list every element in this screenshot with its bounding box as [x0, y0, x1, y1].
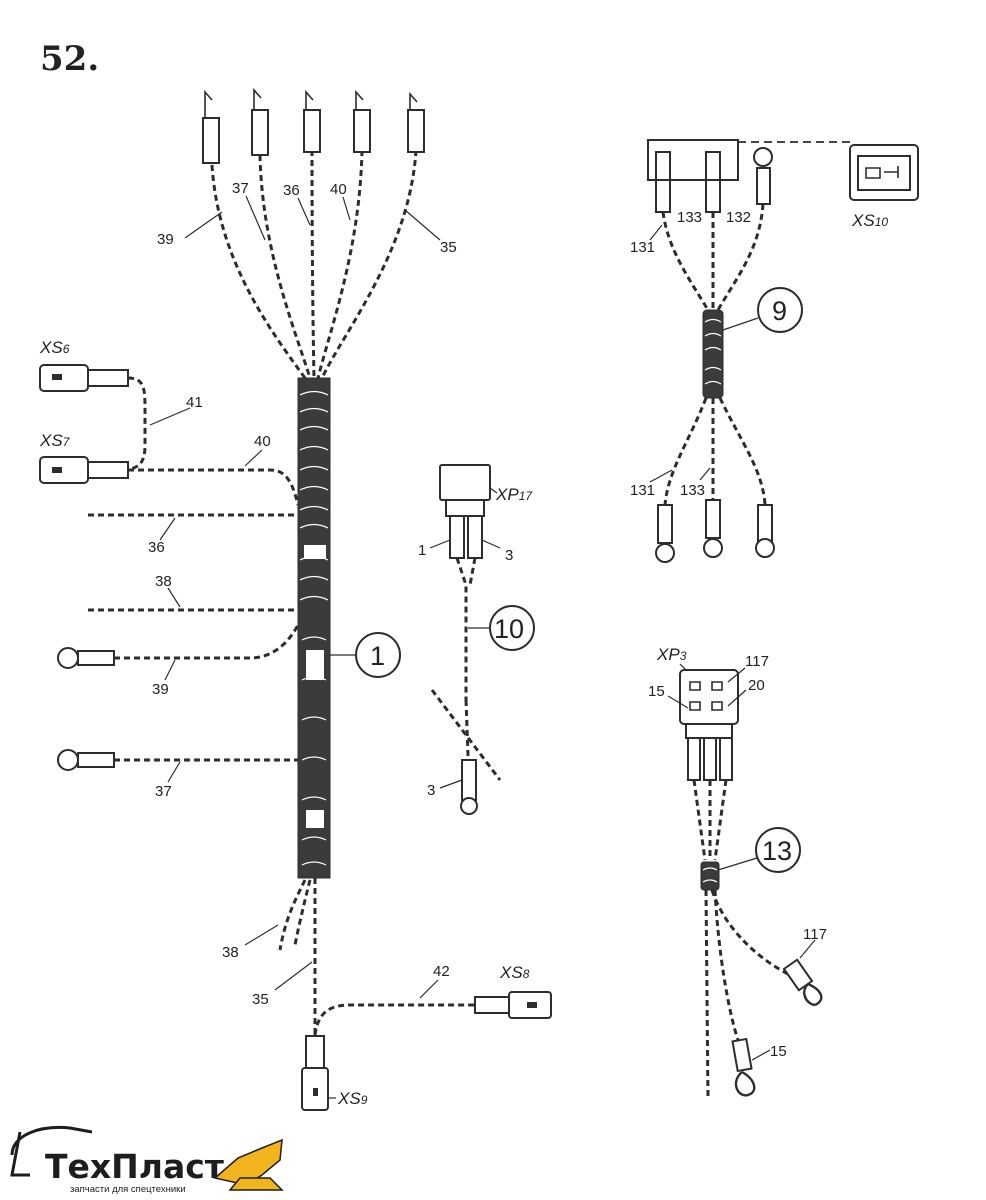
wire-label: 39 — [157, 231, 174, 248]
callout-13 — [755, 827, 801, 873]
terminal — [251, 109, 269, 156]
wire-label: 3 — [427, 782, 435, 799]
connector-xs6-label: XS6 — [39, 338, 70, 357]
logo-tagline: запчасти для спецтехники — [70, 1184, 186, 1195]
wire-label: 40 — [330, 181, 347, 198]
techplast-logo: ТехПласт запчасти для спецтехники — [10, 1125, 284, 1195]
wire-3 — [468, 557, 477, 586]
connector-xs7 — [39, 456, 89, 484]
logo-name: ТехПласт — [45, 1147, 224, 1186]
wire-label: 41 — [186, 394, 203, 411]
terminal — [407, 109, 425, 153]
callout-10-label: 10 — [494, 614, 524, 644]
connector-xp17 — [439, 464, 491, 501]
harness-1: 39 37 36 40 35 1 XS6 41 — [39, 87, 552, 1111]
wire-40 — [128, 468, 300, 506]
wire-label: 42 — [433, 963, 450, 980]
callout-9-label: 9 — [772, 296, 787, 326]
terminal — [353, 109, 371, 153]
wire-label: 133 — [680, 482, 705, 499]
wire-37-top — [258, 154, 312, 379]
harness-9-tape — [702, 309, 724, 399]
wire-label: 40 — [254, 433, 271, 450]
connector-xp17-label: XP17 — [495, 485, 533, 504]
callout-1 — [355, 632, 401, 678]
connector-xs6 — [39, 364, 89, 392]
wire-39-top — [210, 164, 307, 379]
ring-terminal — [57, 749, 79, 771]
pin-label: 117 — [745, 653, 769, 670]
main-trunk — [297, 377, 331, 879]
callout-1-label: 1 — [370, 641, 385, 671]
wire-label: 35 — [440, 239, 457, 256]
pin-label: 15 — [648, 683, 665, 700]
terminal — [303, 109, 321, 153]
wire-label: 37 — [232, 180, 249, 197]
wire-41 — [88, 376, 147, 472]
callout-10 — [489, 605, 535, 651]
harness-9: XS10 131 133 132 9 131 133 — [630, 139, 919, 563]
wire-label: 38 — [155, 573, 172, 590]
wire-label: 117 — [803, 926, 827, 943]
wire-label: 36 — [148, 539, 165, 556]
top-terminals — [202, 87, 425, 164]
wire-label: 38 — [222, 944, 239, 961]
wire-label: 37 — [155, 783, 172, 800]
wire-label: 3 — [505, 547, 513, 564]
wire-label: 131 — [630, 239, 655, 256]
wire-38-bottom — [278, 879, 307, 951]
harness-13: XP3 15 117 20 13 117 15 — [648, 645, 827, 1101]
harness-10: XP17 1 3 3 10 — [418, 464, 535, 815]
connector-xp3-label: XP3 — [656, 645, 687, 664]
connector-xs8-label: XS8 — [499, 963, 530, 982]
ring-terminal — [460, 797, 478, 815]
harness-13-tape — [700, 861, 720, 891]
connector-xs10-label: XS10 — [851, 211, 888, 230]
terminal — [202, 117, 220, 164]
wire-label: 133 — [677, 209, 702, 226]
wire-35-top — [320, 149, 418, 379]
ring-terminal — [57, 647, 79, 669]
connector-xs7-label: XS7 — [39, 431, 71, 450]
wire-label: 1 — [418, 542, 426, 559]
wire-label: 36 — [283, 182, 300, 199]
wire-39 — [114, 624, 300, 660]
wire-label: 131 — [630, 482, 655, 499]
callout-9 — [757, 287, 803, 333]
wire-label: 132 — [726, 209, 751, 226]
wire-label: 35 — [252, 991, 269, 1008]
wire-36-top — [310, 149, 316, 379]
wire-1 — [455, 557, 468, 700]
pin-label: 20 — [748, 677, 765, 694]
wire-label: 15 — [770, 1043, 787, 1060]
connector-xs9-label: XS9 — [337, 1089, 368, 1108]
figure-number: 52. — [40, 39, 99, 79]
wire-label: 39 — [152, 681, 169, 698]
wire-42 — [313, 1003, 475, 1036]
wire-40-top — [316, 149, 364, 379]
logo-arm-left — [10, 1125, 93, 1156]
callout-13-label: 13 — [762, 836, 792, 866]
connector-xp3 — [679, 669, 739, 725]
